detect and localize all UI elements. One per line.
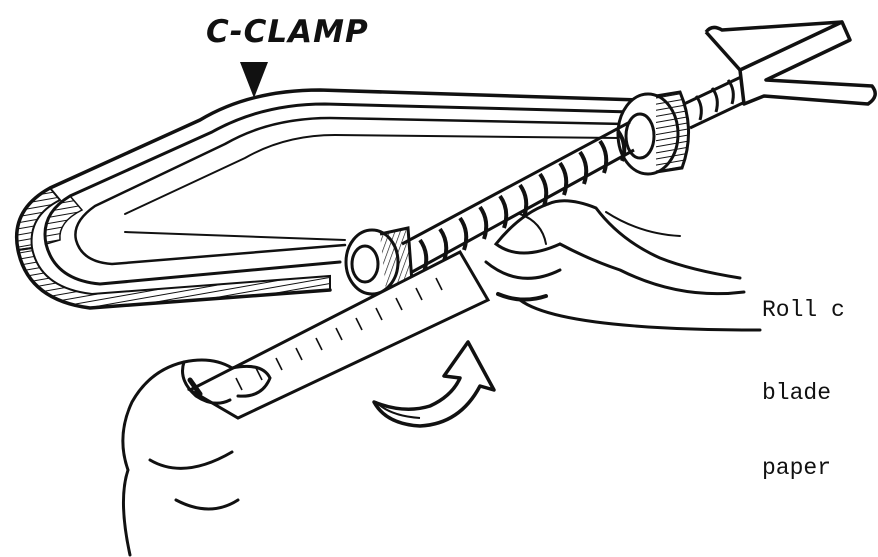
threaded-boss: [618, 92, 689, 174]
threaded-screw: [402, 122, 634, 272]
blade-roll: [190, 252, 488, 418]
caption-line-3: paper: [762, 455, 831, 481]
t-handle: [706, 22, 875, 104]
caption-line-2: blade: [762, 380, 831, 406]
pointer-arrow: [240, 62, 268, 98]
caption-line-1: Roll c: [762, 297, 845, 323]
rotation-arrow: [374, 342, 494, 426]
c-clamp-label: C-CLAMP: [206, 14, 369, 50]
right-hand: [486, 201, 760, 330]
